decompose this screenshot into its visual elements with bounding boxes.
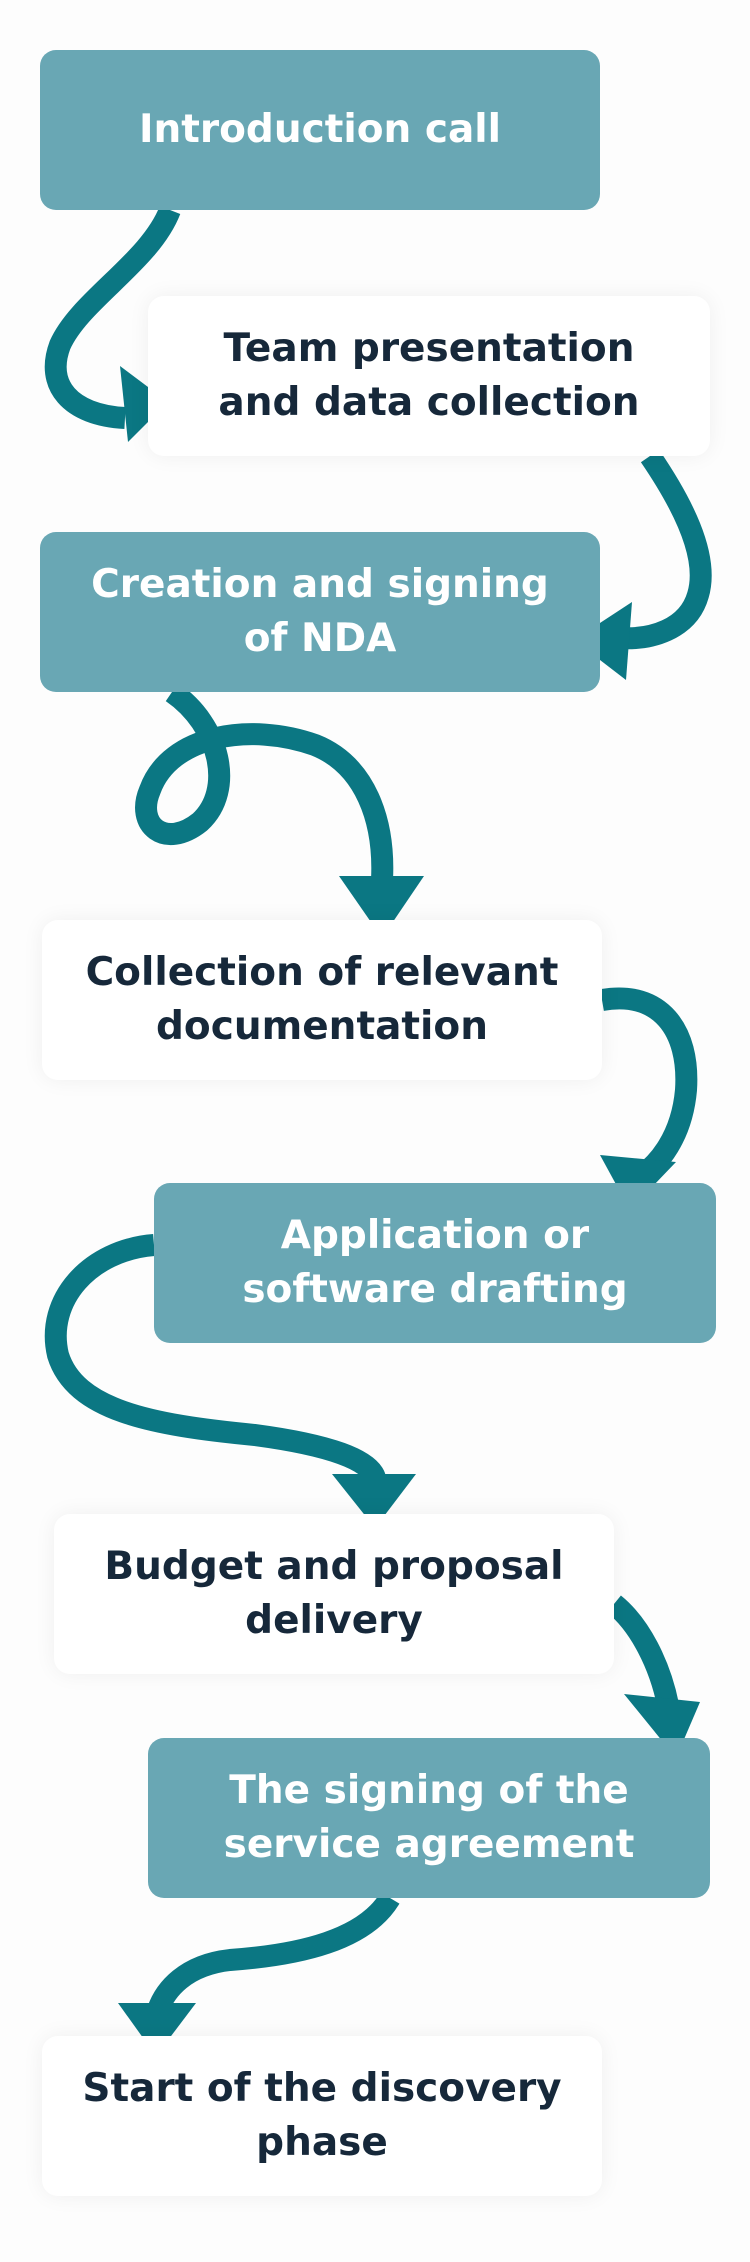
- arrow-2-to-3: [619, 449, 712, 650]
- step-team-presentation: Team presentation and data collection: [148, 296, 710, 456]
- arrow-3-to-4: [135, 682, 394, 881]
- step-drafting: Application or software drafting: [154, 1183, 716, 1343]
- step-nda: Creation and signing of NDA: [40, 532, 600, 692]
- step-discovery: Start of the discovery phase: [42, 2036, 602, 2196]
- step-introduction-call: Introduction call: [40, 50, 600, 210]
- arrow-7-to-8: [147, 1891, 400, 2015]
- step-documentation: Collection of relevant documentation: [42, 920, 602, 1080]
- arrow-6-to-7: [606, 1595, 679, 1708]
- step-service-agreement: The signing of the service agreement: [148, 1738, 710, 1898]
- step-budget: Budget and proposal delivery: [54, 1514, 614, 1674]
- arrow-4-to-5: [600, 987, 698, 1190]
